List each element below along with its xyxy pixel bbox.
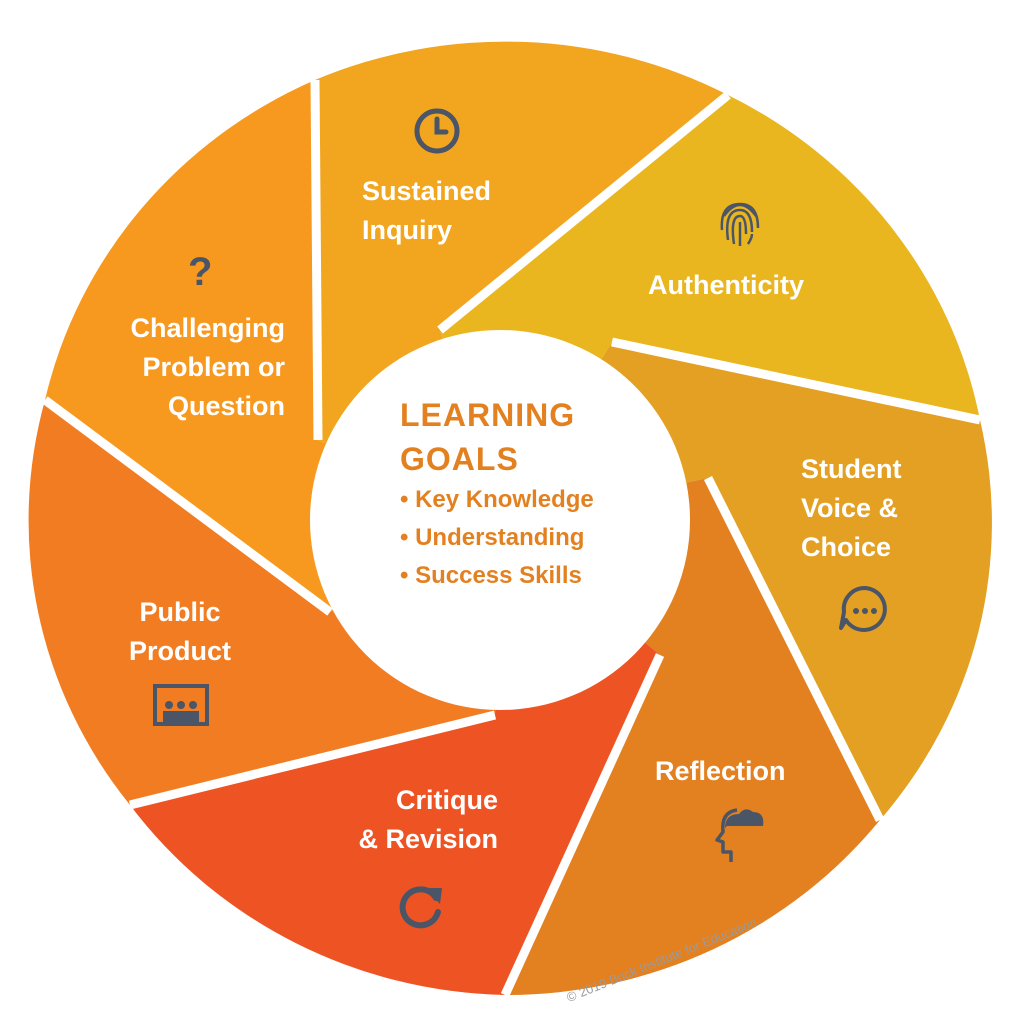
presentation-icon <box>152 683 210 734</box>
segment-divider <box>437 91 731 334</box>
chat-bubble-icon <box>837 582 891 641</box>
question-mark-icon: ? <box>188 250 213 294</box>
head-cloud-icon <box>695 800 769 869</box>
segment-divider <box>703 475 885 823</box>
segment-label-reflection: Reflection <box>655 756 786 786</box>
center-circle <box>310 330 690 710</box>
segment-divider <box>310 79 323 441</box>
segment-authenticity <box>440 95 980 522</box>
segment-divider <box>500 653 665 997</box>
segment-divider <box>611 337 981 425</box>
segment-label-critique-revision: Critique& Revision <box>358 785 498 854</box>
goal-item: • Key Knowledge <box>400 486 594 513</box>
clock-icon <box>412 106 462 161</box>
refresh-icon <box>392 878 448 939</box>
segment-divider <box>42 396 333 616</box>
fingerprint-icon <box>718 196 762 255</box>
goal-item: • Understanding <box>400 524 585 551</box>
segment-public-product <box>28 400 501 805</box>
segment-reflection <box>501 478 880 996</box>
goal-item: • Success Skills <box>400 562 582 589</box>
segment-divider <box>128 710 497 810</box>
segment-label-authenticity: Authenticity <box>648 270 805 300</box>
